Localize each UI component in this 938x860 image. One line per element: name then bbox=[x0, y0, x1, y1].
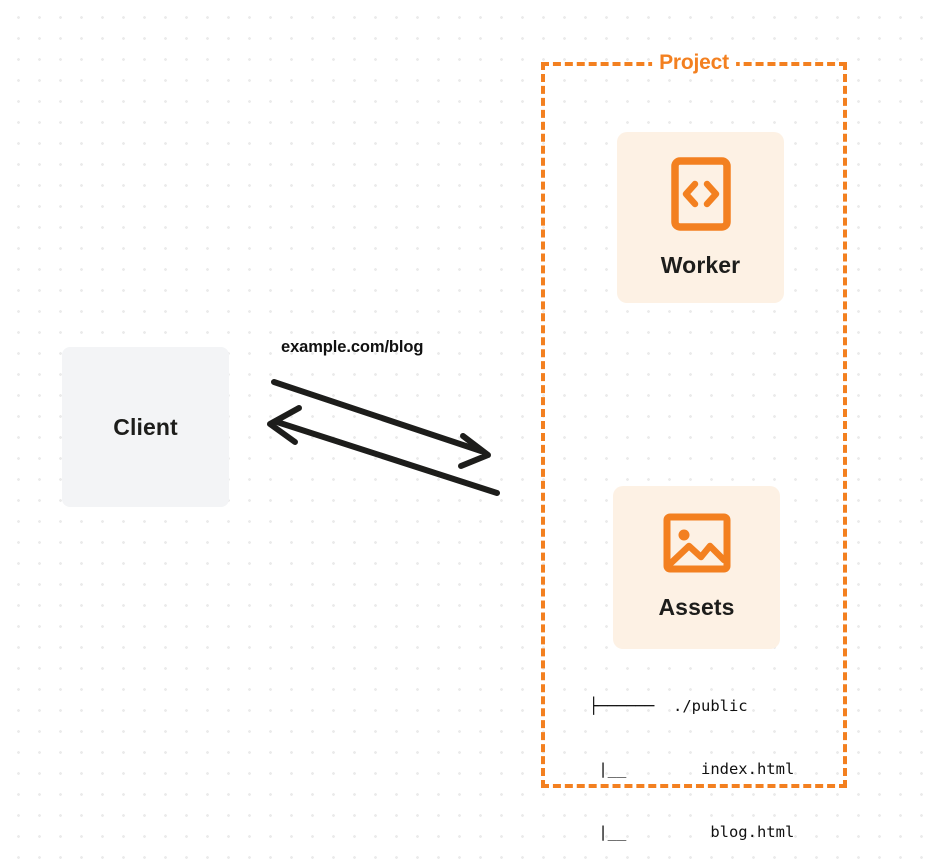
code-brackets-icon bbox=[670, 156, 731, 236]
client-node-label: Client bbox=[113, 413, 178, 440]
file-tree-row: |__ blog.html bbox=[589, 823, 795, 841]
assets-file-tree: ├────── ./public |__ index.html |__ blog… bbox=[589, 654, 794, 860]
worker-card-label: Worker bbox=[660, 251, 741, 278]
image-icon bbox=[663, 513, 731, 578]
file-tree-row: ├────── ./public bbox=[589, 697, 748, 715]
project-title: Project bbox=[652, 51, 736, 75]
assets-card[interactable]: Assets bbox=[613, 486, 780, 649]
worker-card[interactable]: Worker bbox=[617, 132, 784, 303]
client-node[interactable]: Client bbox=[62, 347, 229, 507]
project-container: Project Worker Assets bbox=[541, 51, 847, 841]
file-tree-row: |__ index.html bbox=[589, 760, 795, 778]
assets-card-label: Assets bbox=[658, 593, 735, 620]
connection-url-label: example.com/blog bbox=[281, 338, 424, 356]
bidirectional-connector bbox=[267, 379, 500, 496]
request-arrow bbox=[271, 379, 491, 469]
response-arrow bbox=[267, 405, 500, 496]
